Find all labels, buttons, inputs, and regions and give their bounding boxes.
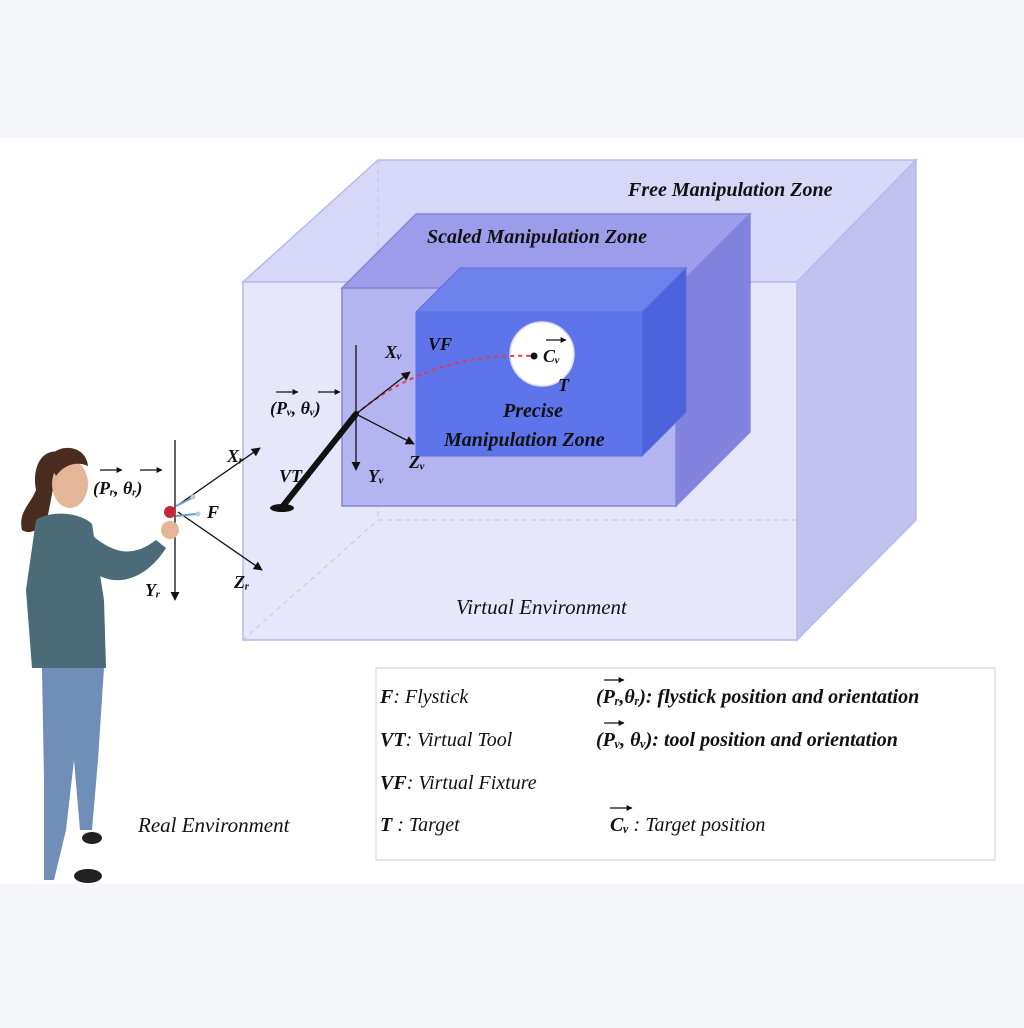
flystick-device (164, 494, 201, 518)
legend-tool-pose: (Pᵥ, θᵥ): tool position and orientation (596, 729, 898, 751)
legend-box (375, 667, 996, 861)
real-axis-y-label: Yᵣ (145, 580, 160, 600)
free-zone-label: Free Manipulation Zone (627, 179, 833, 201)
virtual-frame-axes (351, 345, 415, 471)
target-label: T (558, 375, 570, 395)
legend-key-virtual-fixture: VF: Virtual Fixture (380, 772, 537, 794)
legend-key-target: T : Target (380, 814, 460, 836)
virtual-tool-tip (270, 504, 294, 512)
real-pose-label: (Pᵣ, θᵣ) (93, 478, 142, 499)
legend-key-virtual-tool: VT: Virtual Tool (380, 729, 513, 751)
virtual-axis-z-label: Zᵥ (408, 452, 425, 472)
precise-zone-label-line1: Precise (502, 400, 563, 422)
virtual-pose-label: (Pᵥ, θᵥ) (270, 398, 321, 419)
target-center-dot (530, 352, 538, 360)
precise-zone-label-line2: Manipulation Zone (443, 429, 605, 451)
scaled-zone-label: Scaled Manipulation Zone (427, 226, 647, 248)
real-axis-x-label: Xᵣ (226, 446, 243, 466)
real-axis-z-label: Zᵣ (233, 572, 249, 592)
virtual-axis-y-label: Yᵥ (368, 466, 384, 486)
legend-target-position: Cᵥ : Target position (610, 814, 765, 836)
legend-flystick-pose: (Pᵣ,θᵣ): flystick position and orientati… (596, 686, 919, 708)
person-figure (21, 447, 179, 883)
virtual-tool-label: VT (279, 466, 303, 486)
virtual-fixture-label: VF (428, 334, 452, 354)
real-environment-label: Real Environment (137, 813, 291, 837)
flystick-label: F (206, 502, 219, 522)
precise-manipulation-zone (414, 266, 688, 458)
target-center-label: Cᵥ (543, 346, 560, 366)
virtual-tool-shaft (280, 411, 359, 509)
virtual-environment-label: Virtual Environment (456, 595, 628, 619)
target-circle (509, 321, 575, 387)
legend-key-flystick: F: Flystick (379, 686, 469, 708)
virtual-axis-x-label: Xᵥ (384, 342, 402, 362)
